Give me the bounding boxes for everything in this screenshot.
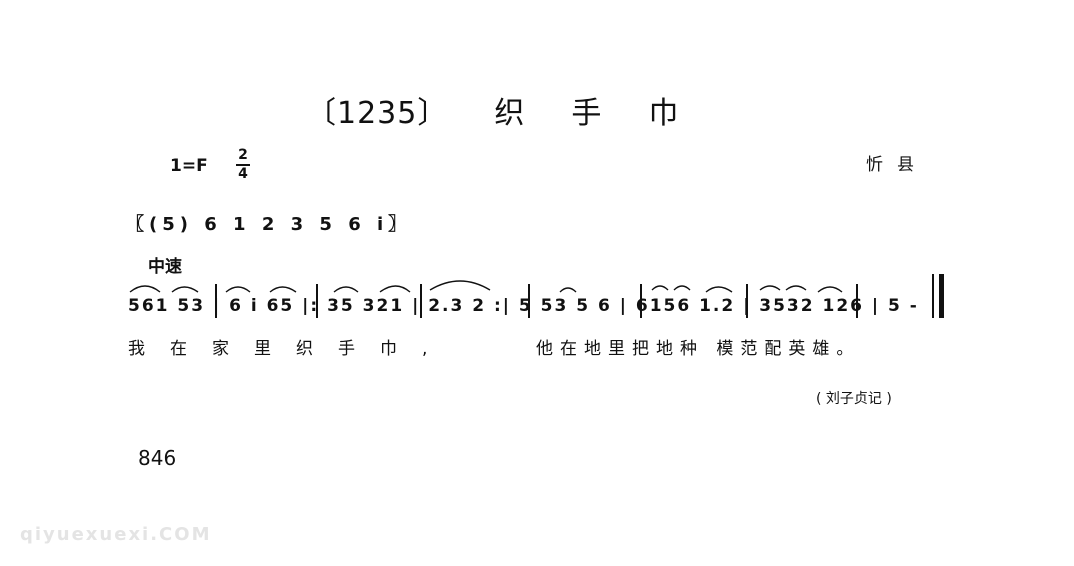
notation-line: 561 53 | 6 i 65 |: 35 321 | 2.3 2 :| 5 5…: [128, 296, 919, 316]
fraction-bar: [236, 164, 250, 166]
time-denominator: 4: [238, 166, 248, 182]
time-signature: 2 4: [236, 148, 250, 182]
bar-line: [215, 284, 217, 318]
song-title: 〔1235〕 织 手 巾: [306, 88, 679, 132]
final-bar-thin: [932, 274, 934, 318]
region-label: 忻县: [866, 155, 928, 175]
bar-line: [640, 284, 642, 318]
intro-notation: 〖(5) 6 1 2 3 5 6 i〗: [126, 214, 412, 235]
title-char-2: 手: [571, 96, 603, 131]
bar-line: [856, 284, 858, 318]
watermark: qiyuexuexi.COM: [20, 524, 212, 545]
final-bar-thick: [939, 274, 944, 318]
tempo-marking: 中速: [148, 257, 182, 277]
bar-line: [420, 284, 422, 318]
title-char-3: 巾: [648, 96, 680, 131]
title-char-1: 织: [494, 96, 526, 131]
lyrics-part-1: 我在家里织手巾,: [128, 339, 453, 359]
bar-line: [746, 284, 748, 318]
lyrics-part-2: 他在地里把地种 模范配英雄。: [536, 339, 861, 359]
repeat-end-line: [528, 284, 530, 318]
song-number: 〔1235〕: [306, 96, 449, 131]
page-number: 846: [138, 446, 177, 470]
transcriber-credit: ( 刘子贞记 ): [816, 391, 892, 407]
time-numerator: 2: [238, 147, 248, 163]
key-signature: 1=F: [170, 156, 208, 176]
repeat-start-line: [316, 284, 318, 318]
